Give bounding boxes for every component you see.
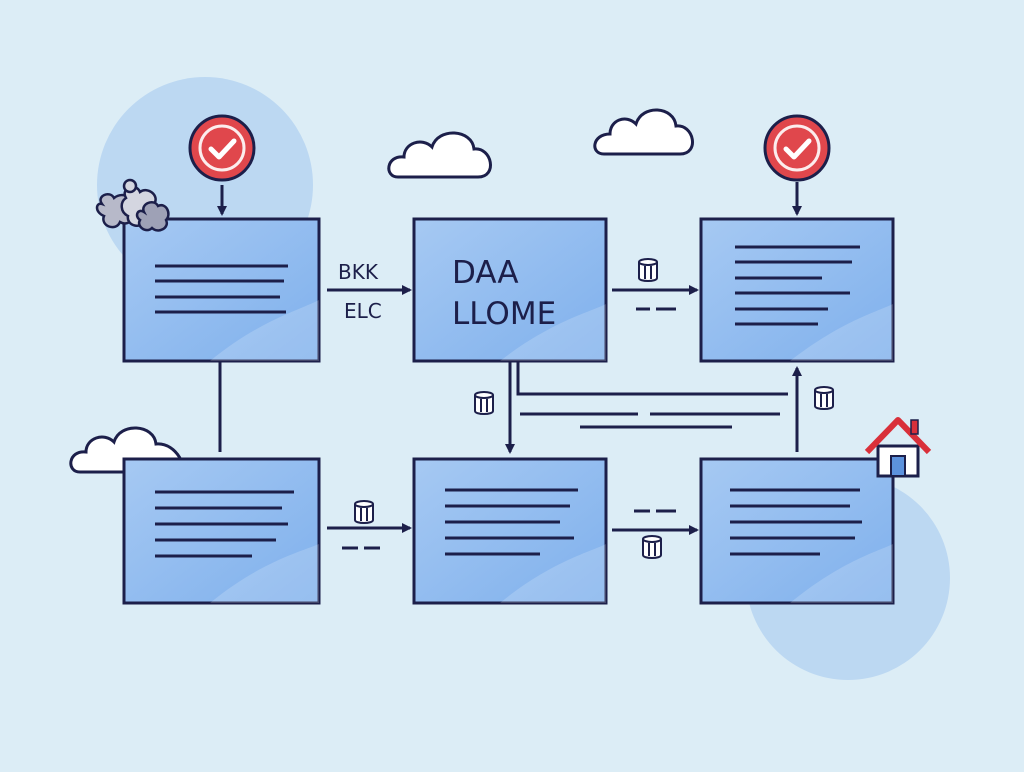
connector-center-to-right-elbow [516, 362, 788, 396]
cloud-icon [593, 108, 694, 156]
database-icon [642, 535, 662, 559]
box-title-line1: DAA [452, 255, 519, 291]
card-top-left [122, 217, 321, 363]
house-icon [864, 417, 932, 478]
card-bottom-left [122, 457, 321, 605]
database-icon [474, 391, 494, 415]
card-top-center: DAA LLOME [412, 217, 608, 363]
database-icon [638, 258, 658, 282]
card-bottom-center [412, 457, 608, 605]
database-icon [814, 386, 834, 410]
card-bottom-right [699, 457, 895, 605]
check-badge-icon [763, 114, 831, 182]
database-icon [354, 500, 374, 524]
check-badge-icon [188, 114, 256, 182]
connectors [217, 182, 802, 550]
arrow-label-top: BKK [338, 260, 379, 284]
box-title-line2: LLOME [452, 296, 556, 332]
card-top-right [699, 217, 895, 363]
arrow-label-bottom: ELC [344, 299, 382, 323]
puzzle-cluster-icon [95, 178, 170, 232]
cloud-icon [387, 131, 492, 179]
